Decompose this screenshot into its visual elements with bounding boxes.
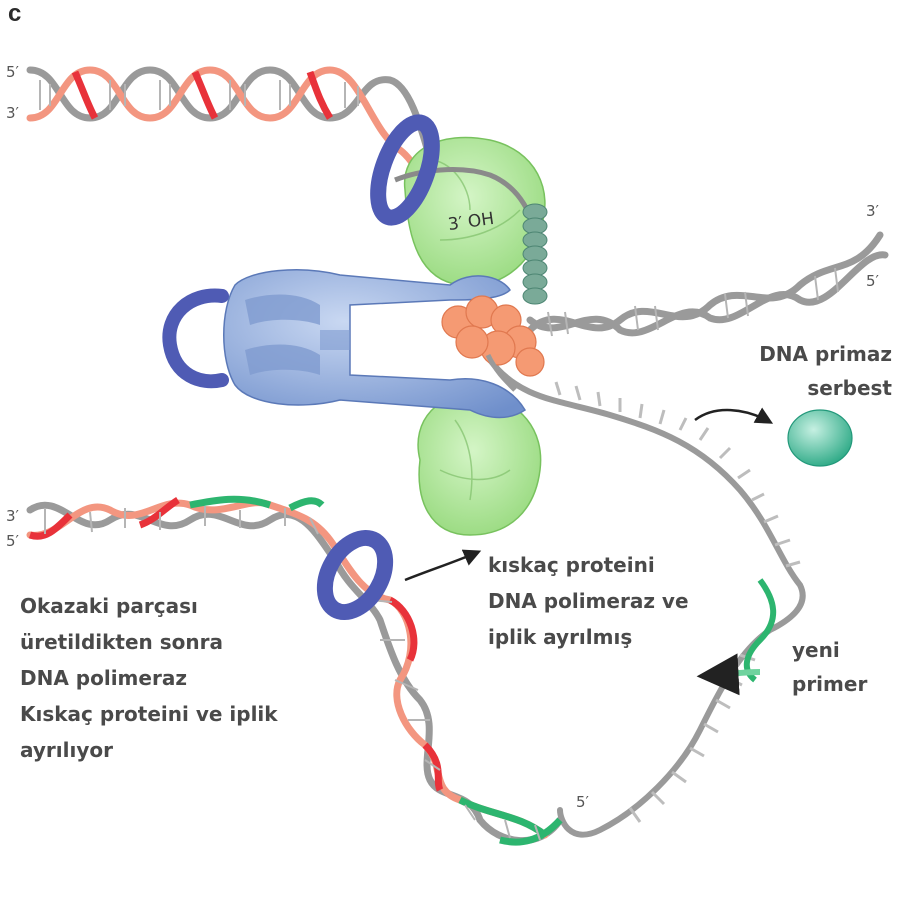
top-left-3-prime-label: 3′ — [6, 104, 19, 122]
clamp-released-line-1: kıskaç proteini — [488, 553, 655, 577]
clamp-release-arrow — [404, 549, 482, 582]
top-left-5-prime-label: 5′ — [6, 63, 19, 81]
bottom-5-prime-label: 5′ — [576, 793, 589, 811]
leading-sliding-clamp — [370, 114, 440, 226]
new-primer-line-1: yeni — [792, 638, 840, 662]
bottom-left-3-prime-label: 3′ — [6, 507, 19, 525]
right-3-prime-label: 3′ — [866, 202, 879, 220]
clamp-loader — [223, 269, 527, 419]
okazaki-line-5: ayrılıyor — [20, 738, 113, 762]
right-5-prime-label: 5′ — [866, 272, 879, 290]
top-left-helix — [26, 66, 454, 229]
right-parental-helix — [526, 231, 889, 337]
primase — [441, 295, 545, 377]
okazaki-helix — [26, 495, 564, 846]
primase-caption-line-1: DNA primaz — [759, 342, 892, 366]
released-primase — [787, 409, 853, 467]
clamp-released-caption: kıskaç proteini DNA polimeraz ve iplik a… — [488, 547, 689, 655]
clamp-loader-c-ring — [162, 288, 229, 389]
lagging-dna-polymerase — [417, 393, 542, 536]
new-primer-line-2: primer — [792, 672, 868, 696]
panel-label: c — [8, 0, 22, 27]
helicase — [522, 203, 548, 305]
primase-caption-line-2: serbest — [807, 376, 892, 400]
okazaki-caption: Okazaki parçası üretildikten sonra DNA p… — [20, 588, 278, 768]
okazaki-line-3: DNA polimeraz — [20, 666, 187, 690]
primase-caption: DNA primaz serbest — [742, 337, 892, 405]
clamp-released-line-3: iplik ayrılmış — [488, 625, 633, 649]
bottom-left-5-prime-label: 5′ — [6, 532, 19, 550]
okazaki-line-4: Kıskaç proteini ve iplik — [20, 702, 278, 726]
clamp-released-line-2: DNA polimeraz ve — [488, 589, 689, 613]
released-sliding-clamp — [316, 530, 394, 620]
new-primer-caption: yeni primer — [792, 633, 867, 701]
okazaki-line-2: üretildikten sonra — [20, 630, 223, 654]
lagging-template-loop — [487, 357, 806, 838]
primase-release-arrow — [694, 407, 774, 424]
okazaki-line-1: Okazaki parçası — [20, 594, 198, 618]
